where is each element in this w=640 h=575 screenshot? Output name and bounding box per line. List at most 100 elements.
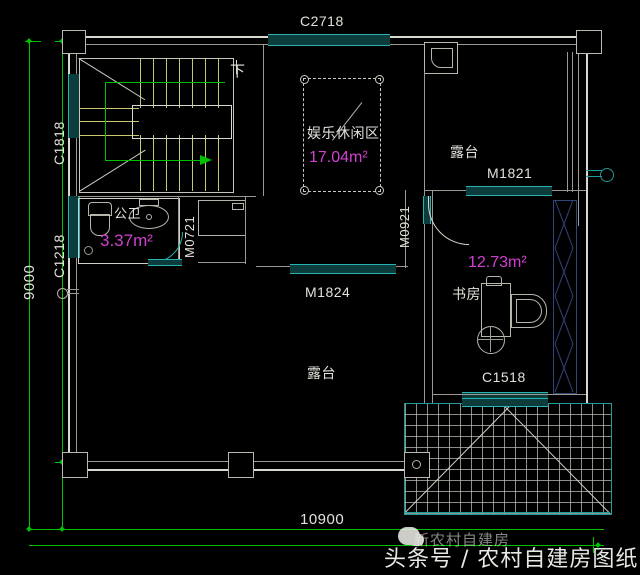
- wechat-logo-icon: [398, 526, 424, 546]
- room-label-bathroom: 公卫: [114, 207, 142, 222]
- study-wall-bottom: [432, 394, 586, 395]
- stair-tread: [140, 58, 141, 108]
- door-label-m0721: M0721: [182, 215, 197, 258]
- leisure-corner-node: [375, 75, 384, 84]
- dimension-overall-height: 9000: [21, 264, 38, 300]
- stair-arrow-line-down: [105, 160, 205, 161]
- window-label-c1218: C1218: [51, 234, 67, 278]
- window-c1218: [68, 196, 80, 258]
- left-marker-line-1: [67, 289, 79, 290]
- stair-tread: [205, 58, 206, 108]
- leisure-corner-node: [300, 75, 309, 84]
- stair-tread: [179, 135, 180, 191]
- glazing-zigzag-icon: [554, 200, 574, 392]
- cubicle-wall-right: [245, 196, 246, 264]
- wall-right-outer: [586, 36, 588, 471]
- dim-dot-bottom-inner: [59, 526, 65, 532]
- watermark-text: 头条号 / 农村自建房图纸: [384, 546, 639, 572]
- bathroom-outline: [78, 198, 180, 264]
- door-leaf-m0721: [148, 259, 182, 266]
- dimension-line-bottom-outer: [29, 545, 604, 546]
- railing-line-inner: [572, 52, 573, 192]
- leisure-area-dashed-outline: [303, 78, 381, 192]
- door-label-m0921: M0921: [397, 205, 412, 248]
- dim-dot-top-left: [26, 38, 32, 44]
- railing-line-outer: [567, 52, 568, 192]
- door-label-m1821: M1821: [487, 165, 533, 181]
- column-bottom-left: [62, 452, 88, 478]
- monitor-icon: [486, 276, 502, 286]
- partition-wall-vertical-center: [263, 44, 264, 196]
- chair-icon: [511, 294, 547, 328]
- stair-tread: [192, 58, 193, 108]
- column-bottom-mid: [228, 452, 254, 478]
- stair-tread-left: [79, 121, 139, 122]
- tiled-roof-area: [404, 403, 612, 515]
- window-label-c1518: C1518: [482, 369, 526, 385]
- side-table-icon: [477, 326, 505, 354]
- stair-tread: [153, 135, 154, 191]
- stair-tread: [218, 58, 219, 108]
- door-swing-m0921: [428, 196, 469, 245]
- railing-circle-marker: [600, 168, 614, 182]
- stair-arrow-turn: [105, 82, 106, 160]
- toilet-bowl-icon: [90, 214, 110, 236]
- door-m1824: [290, 264, 396, 274]
- dimension-line-left-outer: [29, 40, 30, 530]
- cubicle-fixture-icon: [232, 203, 244, 210]
- room-label-terrace-upper: 露台: [450, 145, 479, 161]
- dimension-overall-width: 10900: [300, 511, 345, 528]
- column-top-left: [62, 30, 86, 54]
- corner-detail-shape: [431, 48, 453, 68]
- stair-tread: [166, 135, 167, 191]
- watermark: 头条号 / 农村自建房图纸 新农村自建房: [384, 526, 640, 575]
- floor-drain-icon: [84, 246, 93, 255]
- stair-tread: [140, 135, 141, 191]
- cubicle-wall-bottom: [198, 262, 246, 263]
- partition-wall-right-block: [424, 72, 425, 470]
- stair-arrow-line-up: [105, 82, 225, 83]
- side-table-cross-v: [490, 326, 491, 352]
- leisure-corner-node: [375, 186, 384, 195]
- leisure-corner-node: [300, 186, 309, 195]
- window-label-c2718: C2718: [300, 13, 344, 29]
- room-area-study: 12.73m²: [468, 254, 527, 271]
- wall-bottom-outer: [68, 469, 588, 471]
- dim-dot-bottom-left: [26, 526, 32, 532]
- stair-tread: [166, 58, 167, 108]
- room-area-leisure: 17.04m²: [309, 149, 368, 166]
- column-center-marker: [412, 460, 421, 469]
- sink-drain-icon: [146, 214, 152, 220]
- stair-arrow-head: [200, 155, 212, 165]
- left-marker-line-2: [67, 293, 79, 294]
- room-label-study: 书房: [452, 287, 481, 303]
- room-label-terrace-lower: 露台: [307, 366, 336, 382]
- wall-right-inner: [578, 36, 579, 226]
- dimension-line-left-inner: [62, 40, 63, 530]
- stair-direction-label: 下: [230, 62, 246, 80]
- stair-tread: [218, 135, 219, 191]
- sink-faucet-icon: [139, 199, 159, 206]
- bathroom-wall-right: [178, 196, 179, 262]
- dim-tick-top-left: [25, 41, 41, 42]
- room-area-bathroom: 3.37m²: [100, 231, 153, 250]
- room-label-leisure: 娱乐休闲区: [307, 126, 380, 142]
- door-m1821: [466, 186, 552, 196]
- door-label-m1824: M1824: [305, 284, 351, 300]
- railing-marker-line-1: [586, 170, 602, 171]
- dimension-line-bottom: [29, 529, 604, 530]
- bathroom-wall-top: [78, 196, 256, 197]
- railing-marker-line-2: [586, 176, 602, 177]
- watermark-overlay-text: 新农村自建房: [414, 530, 511, 549]
- column-top-right: [576, 30, 602, 54]
- window-label-c1818: C1818: [51, 121, 67, 165]
- stair-direction-arrow-stem: [236, 60, 237, 74]
- stair-well: [132, 105, 232, 139]
- stair-tread: [179, 58, 180, 108]
- stair-tread-left: [79, 135, 139, 136]
- wall-bottom-inner: [68, 461, 518, 462]
- toilet-tank-icon: [88, 202, 112, 216]
- stair-tread-left: [79, 108, 139, 109]
- partition-wall-study-left: [405, 190, 406, 268]
